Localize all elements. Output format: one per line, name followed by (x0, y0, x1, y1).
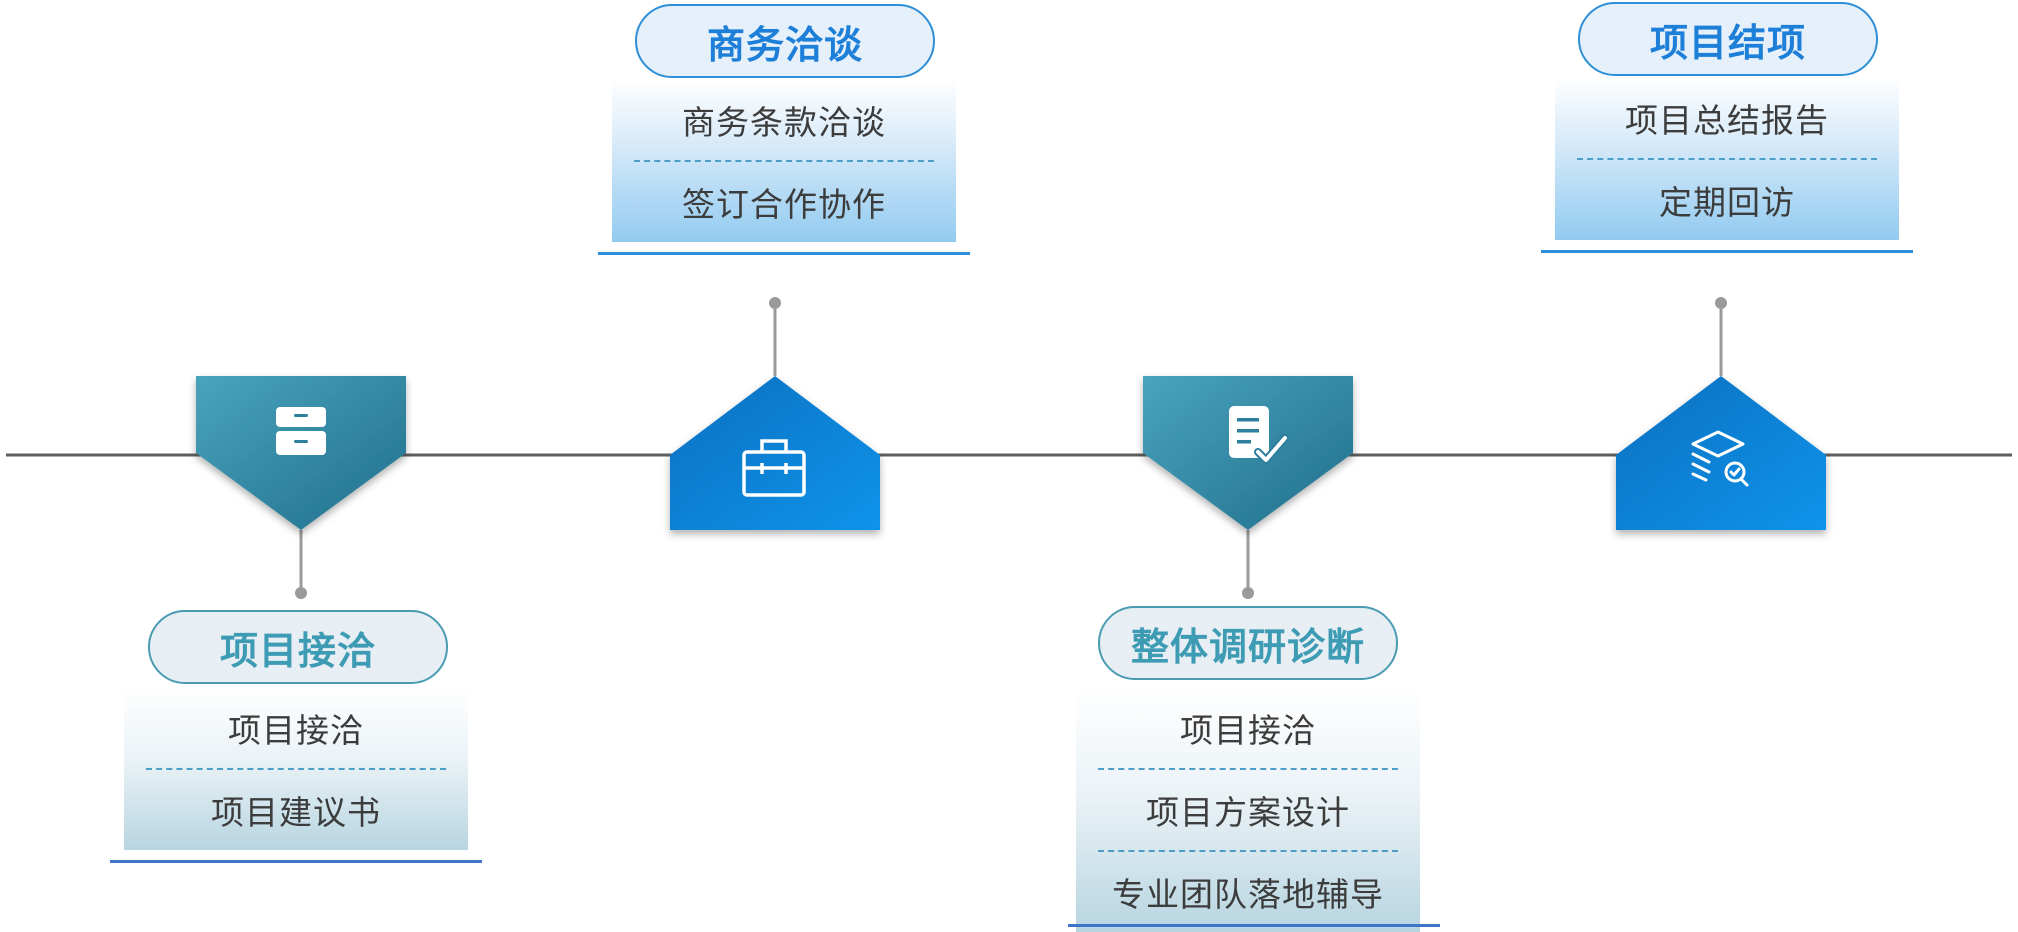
stage-3-separator-1 (1098, 768, 1398, 770)
stage-3-separator-2 (1098, 850, 1398, 852)
connector-3-dot (1242, 587, 1254, 599)
stage-4-item-2: 定期回访 (1659, 183, 1795, 222)
stage-4-card-base (1541, 250, 1913, 253)
stage-4-item-1: 项目总结报告 (1625, 101, 1829, 140)
connector-1-dot (295, 587, 307, 599)
archive-drawer-icon (276, 407, 326, 455)
stage-2-title: 商务洽谈 (635, 4, 935, 78)
stage-3-node (1143, 376, 1353, 530)
stage-3-item-3: 专业团队落地辅导 (1112, 875, 1384, 914)
stage-1-card: 项目接洽 项目建议书 (124, 688, 468, 850)
layers-search-icon (1691, 430, 1749, 487)
stage-1-title: 项目接洽 (148, 610, 448, 684)
connectors (295, 297, 1727, 599)
stage-2-card-base (598, 252, 970, 255)
connector-4-dot (1715, 297, 1727, 309)
stage-3-card-base (1068, 924, 1440, 927)
stage-1-item-1: 项目接洽 (228, 711, 364, 750)
connector-2-dot (769, 297, 781, 309)
stage-1-node (196, 376, 406, 530)
document-check-icon (1229, 406, 1289, 464)
stage-4-node (1616, 376, 1826, 530)
stage-2-node (670, 376, 880, 530)
stage-1-separator (146, 768, 446, 770)
briefcase-icon (742, 439, 806, 497)
stage-1-item-2: 项目建议书 (211, 793, 381, 832)
stage-1-card-base (110, 860, 482, 863)
stage-3-item-2: 项目方案设计 (1146, 793, 1350, 832)
stage-3-title: 整体调研诊断 (1098, 606, 1398, 680)
stage-2-item-2: 签订合作协作 (682, 185, 886, 224)
stage-3-card: 项目接洽 项目方案设计 专业团队落地辅导 (1076, 688, 1420, 932)
stage-4-card: 项目总结报告 定期回访 (1555, 78, 1899, 240)
stage-4-separator (1577, 158, 1877, 160)
stage-2-separator (634, 160, 934, 162)
stage-2-item-1: 商务条款洽谈 (682, 103, 886, 142)
stage-4-title: 项目结项 (1578, 2, 1878, 76)
stage-2-card: 商务条款洽谈 签订合作协作 (612, 80, 956, 242)
stage-3-item-1: 项目接洽 (1180, 711, 1316, 750)
